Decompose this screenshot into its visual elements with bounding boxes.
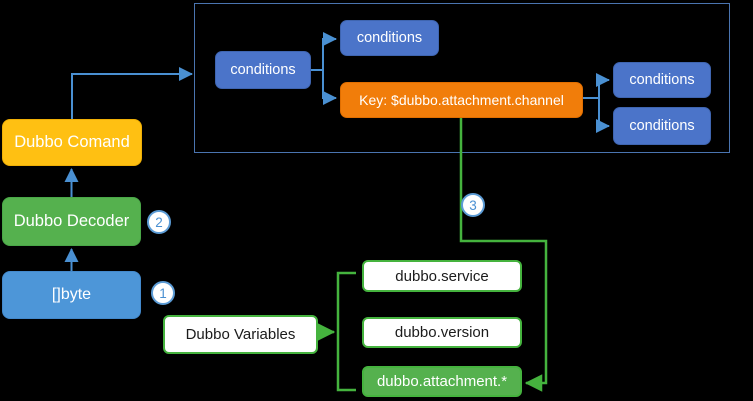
- dubbo-command-node: Dubbo Comand: [2, 119, 142, 166]
- step-3-badge: 3: [461, 193, 485, 217]
- variable-item-dubbo-version: dubbo.version: [362, 317, 522, 348]
- variable-item-dubbo-service: dubbo.service: [362, 260, 522, 292]
- bracket-variables-group: [336, 271, 356, 392]
- variable-item-dubbo-attachment: dubbo.attachment.*: [362, 366, 522, 397]
- condition-leaf-node-2: conditions: [613, 107, 711, 145]
- step-2-badge: 2: [147, 210, 171, 234]
- step-1-badge: 1: [151, 281, 175, 305]
- condition-root-node: conditions: [215, 51, 311, 89]
- arrow-command-to-tree: [71, 67, 193, 119]
- condition-upper-node: conditions: [340, 20, 439, 56]
- dubbo-variables-node: Dubbo Variables: [163, 315, 318, 354]
- attachment-key-node: Key: $dubbo.attachment.channel: [340, 82, 583, 118]
- dubbo-decoder-node: Dubbo Decoder: [2, 197, 141, 246]
- byte-array-node: []byte: [2, 271, 141, 319]
- condition-leaf-node-1: conditions: [613, 62, 711, 98]
